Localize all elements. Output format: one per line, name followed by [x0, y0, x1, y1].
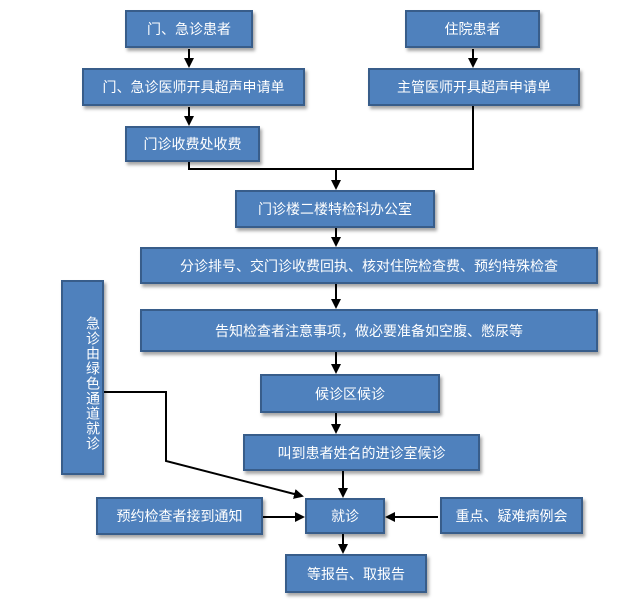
node-consult: 就诊 [305, 498, 385, 534]
node-green-channel: 急诊由绿色通道就诊 [61, 280, 104, 475]
node-consult-label: 就诊 [331, 509, 359, 525]
node-notice: 告知检查者注意事项，做必要准备如空腹、憋尿等 [140, 309, 598, 352]
node-appointment-label: 预约检查者接到通知 [116, 509, 243, 525]
node-waiting-label: 候诊区候诊 [315, 386, 385, 403]
node-triage: 分诊排号、交门诊收费回执、核对住院检查费、预约特殊检查 [140, 247, 598, 284]
node-inpatient-label: 住院患者 [444, 22, 501, 38]
node-cashier: 门诊收费处收费 [125, 126, 260, 162]
node-attending-doctor: 主管医师开具超声申请单 [368, 68, 580, 106]
node-report-label: 等报告、取报告 [307, 566, 405, 583]
line-attending-merge [336, 106, 474, 170]
node-triage-label: 分诊排号、交门诊收费回执、核对住院检查费、预约特殊检查 [180, 258, 558, 275]
node-outpatient: 门、急诊患者 [125, 10, 253, 48]
node-difficult-label: 重点、疑难病例会 [455, 508, 568, 525]
node-waiting: 候诊区候诊 [260, 374, 440, 413]
node-difficult: 重点、疑难病例会 [440, 497, 583, 534]
node-called-label: 叫到患者姓名的进诊室候诊 [277, 445, 446, 462]
node-outpatient-label: 门、急诊患者 [147, 22, 231, 38]
node-report: 等报告、取报告 [285, 554, 427, 593]
node-appointment: 预约检查者接到通知 [96, 497, 263, 535]
node-called: 叫到患者姓名的进诊室候诊 [243, 434, 480, 471]
node-office: 门诊楼二楼特检科办公室 [235, 190, 435, 228]
line-cashier-merge [188, 162, 336, 170]
node-cashier-label: 门诊收费处收费 [143, 137, 242, 153]
node-outpatient-doctor-label: 门、急诊医师开具超声申请单 [102, 80, 285, 96]
node-attending-doctor-label: 主管医师开具超声申请单 [397, 80, 551, 96]
node-notice-label: 告知检查者注意事项，做必要准备如空腹、憋尿等 [215, 323, 523, 340]
node-inpatient: 住院患者 [405, 10, 540, 48]
arrow-green-channel-to-consult [104, 391, 304, 499]
node-green-channel-label: 急诊由绿色通道就诊 [84, 316, 100, 451]
node-office-label: 门诊楼二楼特检科办公室 [258, 202, 412, 218]
node-outpatient-doctor: 门、急诊医师开具超声申请单 [82, 68, 305, 106]
